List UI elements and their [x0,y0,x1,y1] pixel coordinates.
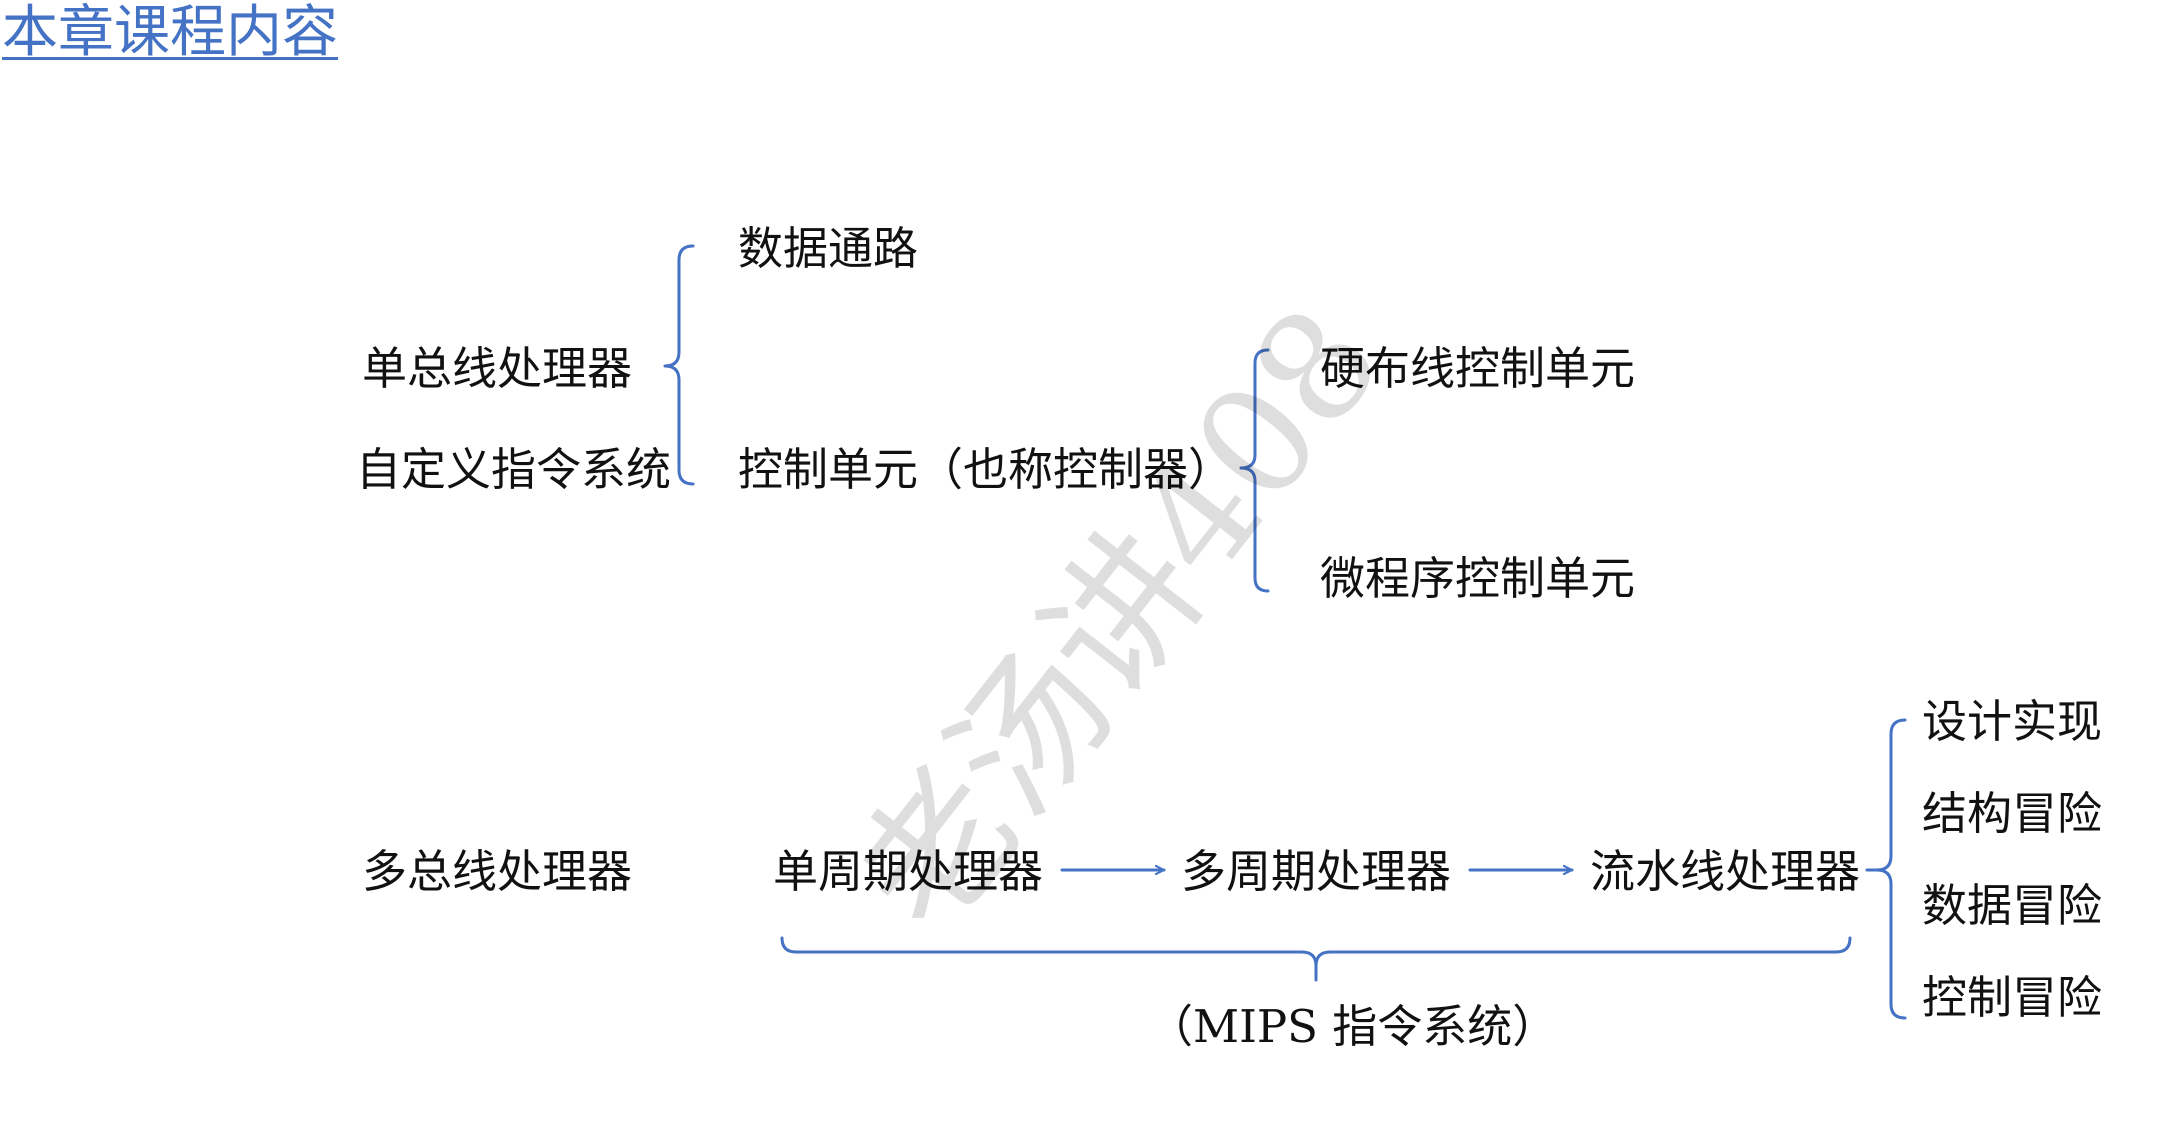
brace-mips [780,936,1852,982]
datapath-label: 数据通路 [738,222,919,275]
microprogram-control-label: 微程序控制单元 [1320,552,1636,605]
single-bus-processor-label: 单总线处理器 [362,342,633,395]
hardwired-control-label: 硬布线控制单元 [1320,342,1636,395]
multi-cycle-processor-label: 多周期处理器 [1181,845,1452,898]
pipeline-topic-data-hazard: 数据冒险 [1922,879,2103,932]
pipeline-topic-structural-hazard: 结构冒险 [1922,787,2103,840]
pipeline-topic-design: 设计实现 [1922,695,2103,748]
pipeline-processor-label: 流水线处理器 [1590,845,1861,898]
single-cycle-processor-label: 单周期处理器 [773,845,1044,898]
mips-isa-label: （MIPS 指令系统） [1148,1000,1558,1053]
pipeline-topic-control-hazard: 控制冒险 [1922,971,2103,1024]
control-unit-label: 控制单元（也称控制器） [738,443,1234,496]
custom-isa-label: 自定义指令系统 [356,443,672,496]
brace-control-unit [1239,348,1270,593]
multi-bus-processor-label: 多总线处理器 [362,845,633,898]
brace-pipeline-topics [1865,718,1907,1020]
page-title: 本章课程内容 [2,0,338,65]
